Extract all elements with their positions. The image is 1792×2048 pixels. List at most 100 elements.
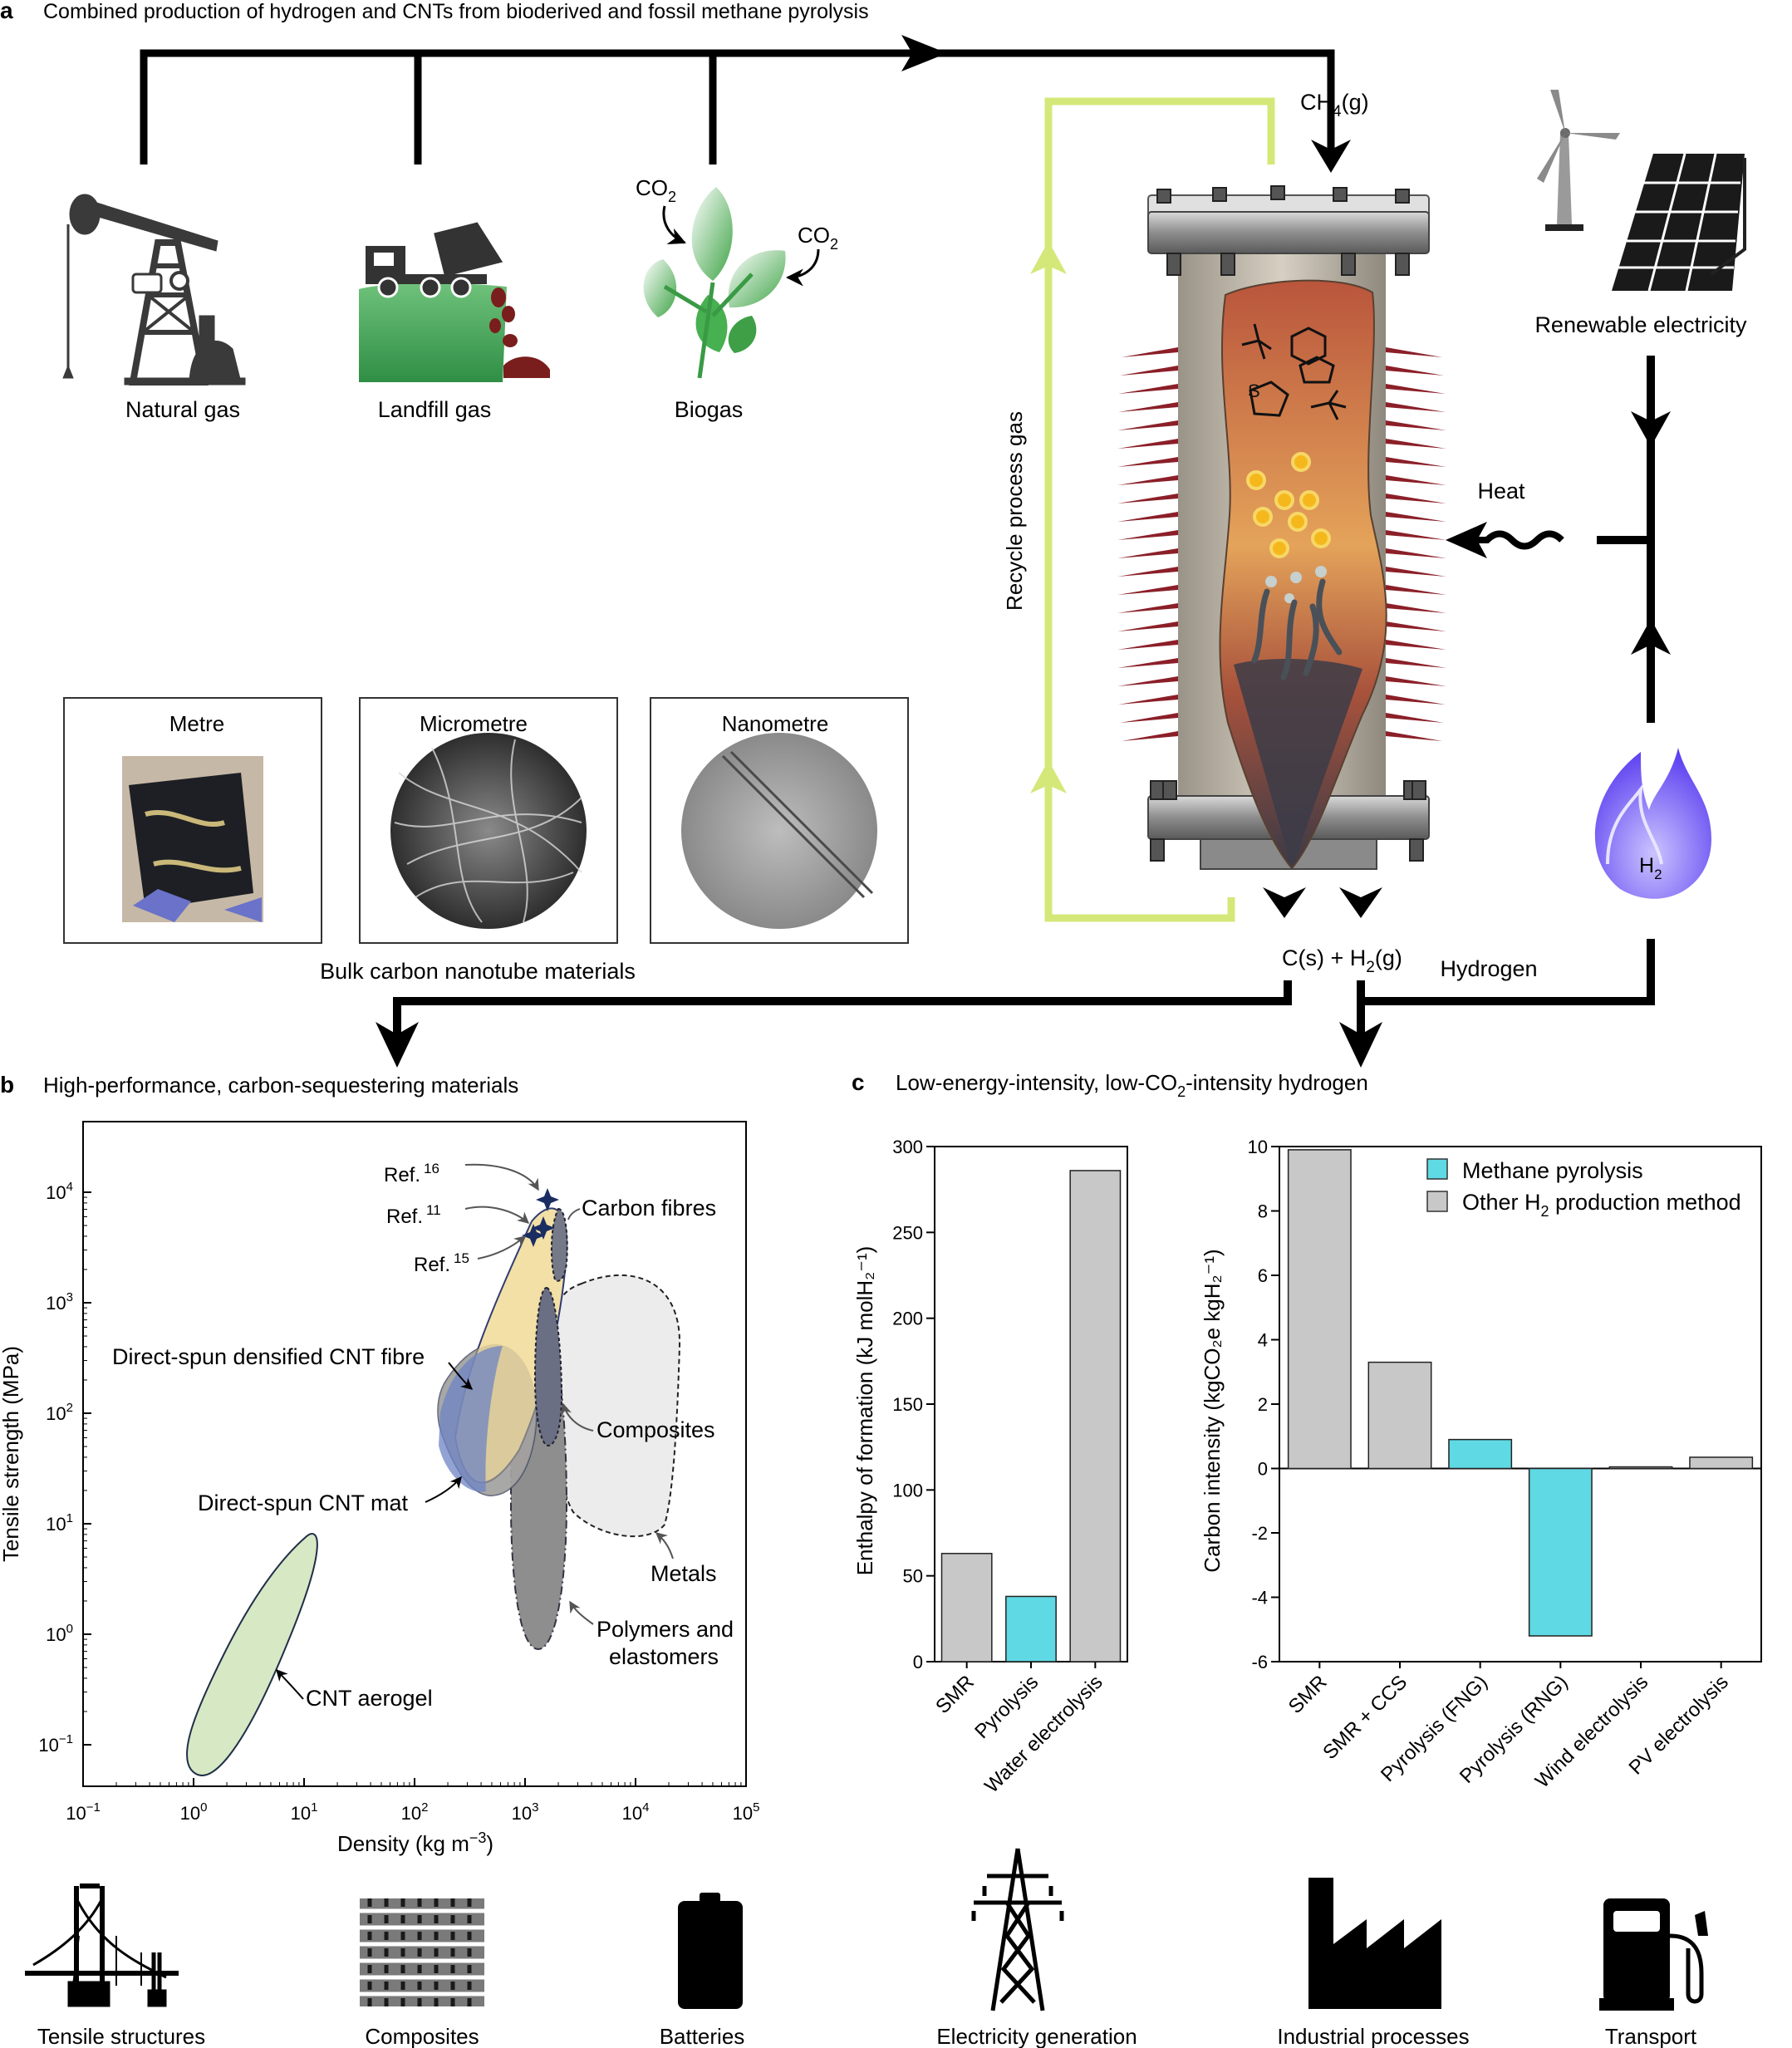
ch4-label: CH4(g) (1300, 90, 1369, 120)
enthalpy-ylabel: Enthalpy of formation (kJ molH₂⁻¹) (852, 1246, 877, 1576)
leader-densified-fibre (448, 1362, 474, 1390)
x-tick-exp: 3 (532, 1800, 538, 1815)
source-label-natural-gas: Natural gas (125, 397, 240, 422)
panel-c-letter: c (852, 1069, 865, 1095)
pylon-icon (971, 1848, 1064, 2011)
ashby-ylabel: Tensile strength (MPa) (0, 1346, 23, 1562)
y-tick-base: 10 (46, 1624, 66, 1645)
y-tick-label: 0 (1258, 1459, 1268, 1480)
co2-label-left: CO2 (636, 175, 676, 205)
legend-label-other: Other H2 production method (1462, 1190, 1741, 1220)
renewable-label: Renewable electricity (1534, 312, 1747, 337)
pumpjack-icon (62, 194, 246, 386)
leader-polymers (569, 1600, 594, 1625)
solar-panel-icon (1612, 153, 1746, 292)
svg-text:S: S (1248, 381, 1260, 401)
y-tick-label: 10−1 (38, 1732, 73, 1756)
woven-composite-icon (360, 1898, 484, 2006)
power-arrow-down (1631, 411, 1671, 447)
x-tick-label: SMR (1284, 1671, 1332, 1718)
x-tick-label: 103 (512, 1800, 539, 1824)
power-arrow-up (1631, 619, 1671, 655)
label-densified-fibre: Direct-spun densified CNT fibre (112, 1344, 425, 1369)
panel-a-letter: a (0, 0, 13, 23)
co2-arrow-right (785, 248, 820, 287)
co2-label-right: CO2 (798, 223, 838, 253)
ref-leader-15 (477, 1235, 527, 1260)
svg-text:H2: H2 (1639, 854, 1662, 882)
chart-frame (1279, 1146, 1762, 1662)
y-tick-label: 103 (46, 1290, 73, 1314)
label-composites: Composites (597, 1417, 715, 1442)
legend-swatch-pyrolysis (1426, 1158, 1448, 1180)
ref-leader-16 (464, 1163, 539, 1191)
y-tick-exp: 4 (66, 1180, 73, 1194)
co2-arrow-left (662, 205, 686, 245)
source-label-biogas: Biogas (675, 397, 744, 422)
recycle-gas-line (1044, 97, 1275, 922)
y-tick-label: 2 (1258, 1394, 1268, 1415)
heat-label: Heat (1477, 479, 1525, 503)
x-tick-base: 10 (622, 1803, 642, 1824)
bar (1005, 1595, 1057, 1662)
panel-b-title: High-performance, carbon-sequestering ma… (43, 1073, 518, 1098)
hydrogen-label: Hydrogen (1440, 956, 1537, 981)
y-tick-label: 10 (1248, 1137, 1268, 1157)
bar (1608, 1466, 1673, 1470)
y-tick-exp: 1 (66, 1511, 73, 1525)
bar (1528, 1467, 1593, 1637)
bar (1287, 1149, 1352, 1470)
y-tick-label: 250 (892, 1222, 923, 1243)
heat-arrow-head (1446, 522, 1487, 558)
label-cnt-mat: Direct-spun CNT mat (198, 1491, 409, 1515)
power-lines (1597, 356, 1655, 723)
svg-text:Density (kg m−3): Density (kg m−3) (337, 1829, 493, 1856)
region-cnt-aerogel (185, 1533, 318, 1776)
feed-arrow-head (901, 35, 947, 71)
x-tick-exp: 5 (753, 1800, 759, 1815)
reactor-fins (1117, 347, 1446, 741)
arrow-to-materials (376, 1022, 419, 1068)
leaf-icon (643, 187, 786, 379)
output-arrow-hydrogen (1339, 887, 1382, 918)
region-composites (533, 1286, 563, 1447)
flame-icon (1594, 748, 1711, 899)
label-metals: Metals (651, 1561, 717, 1586)
recycle-label: Recycle process gas (1002, 411, 1027, 611)
ref-stars (522, 1188, 559, 1247)
x-tick-base: 10 (512, 1803, 532, 1824)
x-tick-label: 100 (180, 1800, 208, 1824)
recycle-arrow-upper (1030, 241, 1067, 274)
x-tick-base: 10 (180, 1803, 200, 1824)
ref-label-15: Ref.15 (414, 1250, 469, 1276)
panel-b-letter: b (0, 1072, 14, 1098)
bulk-cnt-label: Bulk carbon nanotube materials (320, 959, 636, 984)
ref-label-11: Ref.11 (386, 1202, 441, 1228)
products-label: C(s) + H2(g) (1282, 945, 1402, 976)
scale-label-micrometre: Micrometre (420, 711, 528, 736)
leader-metals (655, 1532, 674, 1559)
leader-composites (560, 1402, 594, 1432)
y-tick-label: 100 (892, 1480, 923, 1500)
y-tick-base: 10 (46, 1514, 66, 1535)
svg-text:Ref.16: Ref.16 (384, 1161, 439, 1186)
y-tick-label: -2 (1251, 1523, 1268, 1544)
output-arrow-carbon (1263, 887, 1306, 918)
y-tick-exp: −1 (59, 1732, 73, 1746)
y-tick-base: 10 (46, 1403, 66, 1424)
scale-label-metre: Metre (169, 711, 224, 736)
reactor: S (1117, 185, 1446, 870)
application-label-transport: Transport (1605, 2024, 1697, 2048)
battery-icon (678, 1893, 743, 2009)
bar (1069, 1170, 1122, 1662)
fuel-pump-icon (1599, 1898, 1708, 2011)
y-tick-label: 100 (46, 1622, 73, 1645)
y-tick-label: 6 (1258, 1265, 1268, 1286)
y-tick-label: -4 (1251, 1588, 1268, 1608)
source-label-landfill-gas: Landfill gas (378, 397, 492, 422)
legend-label-pyrolysis: Methane pyrolysis (1462, 1158, 1643, 1183)
x-tick-label: 10−1 (66, 1800, 101, 1824)
x-tick-exp: 4 (642, 1800, 649, 1815)
